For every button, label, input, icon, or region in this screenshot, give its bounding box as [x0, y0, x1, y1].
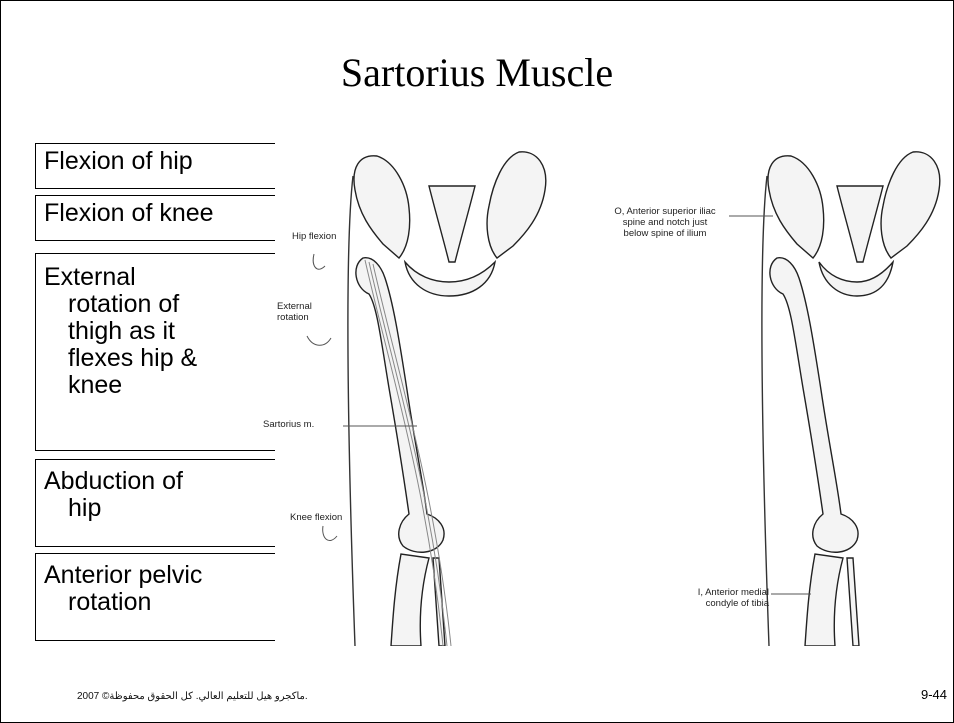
- insertion-label: I, Anterior medial condyle of tibia: [673, 587, 769, 609]
- pelvis-left-ilium: [487, 152, 546, 258]
- action-line: thigh as it: [44, 318, 275, 345]
- action-line: knee: [44, 372, 275, 399]
- action-box-external-rotation: External rotation of thigh as it flexes …: [35, 253, 275, 451]
- tibia: [391, 554, 429, 646]
- slide-number: 9-44: [921, 687, 947, 702]
- external-rotation-arrow: [307, 336, 331, 345]
- femur: [770, 258, 858, 553]
- label-line: rotation: [277, 312, 309, 323]
- sacrum: [429, 186, 475, 262]
- action-line: Flexion of knee: [44, 200, 275, 227]
- label-line: below spine of ilium: [624, 228, 707, 239]
- action-line: External: [44, 264, 275, 291]
- pelvis-right-ilium: [768, 156, 824, 258]
- sartorius-label: Sartorius m.: [263, 419, 314, 430]
- label-line: External: [277, 301, 312, 312]
- action-box-knee-flexion: Flexion of knee: [35, 195, 275, 241]
- action-line: hip: [44, 495, 275, 522]
- pubic-arch: [405, 262, 495, 296]
- origin-label: O, Anterior superior iliac spine and not…: [601, 206, 729, 239]
- label-line: O, Anterior superior iliac: [614, 206, 715, 217]
- knee-flexion-label: Knee flexion: [290, 512, 342, 523]
- thigh-outline: [348, 176, 355, 646]
- thigh-outline: [762, 176, 769, 646]
- action-line: Anterior pelvic: [44, 562, 275, 589]
- pelvis-right-ilium: [354, 156, 410, 258]
- hip-flexion-arrow: [313, 254, 325, 269]
- action-box-anterior-pelvic-rotation: Anterior pelvic rotation: [35, 553, 275, 641]
- pelvis-left-ilium: [881, 152, 940, 258]
- footer-credit: 2007 ©ماكجرو هيل للتعليم العالي. كل الحق…: [77, 691, 308, 702]
- pubic-arch: [819, 262, 893, 296]
- sacrum: [837, 186, 883, 262]
- tibia: [805, 554, 843, 646]
- action-line: rotation: [44, 589, 275, 616]
- action-line: Abduction of: [44, 468, 275, 495]
- sartorius-action-illustration: [259, 126, 589, 646]
- sartorius-attachments-illustration: [661, 126, 951, 646]
- fibula: [847, 558, 859, 646]
- label-line: spine and notch just: [623, 217, 708, 228]
- action-box-hip-flexion: Flexion of hip: [35, 143, 275, 189]
- action-line: rotation of: [44, 291, 275, 318]
- knee-flexion-arrow: [323, 526, 337, 541]
- label-line: I, Anterior medial: [698, 587, 769, 598]
- slide-title: Sartorius Muscle: [1, 49, 953, 96]
- action-box-hip-abduction: Abduction of hip: [35, 459, 275, 547]
- hip-flexion-label: Hip flexion: [292, 231, 336, 242]
- fibula: [433, 558, 445, 646]
- action-line: flexes hip &: [44, 345, 275, 372]
- action-line: Flexion of hip: [44, 148, 275, 175]
- label-line: condyle of tibia: [706, 598, 769, 609]
- external-rotation-label: External rotation: [277, 301, 312, 323]
